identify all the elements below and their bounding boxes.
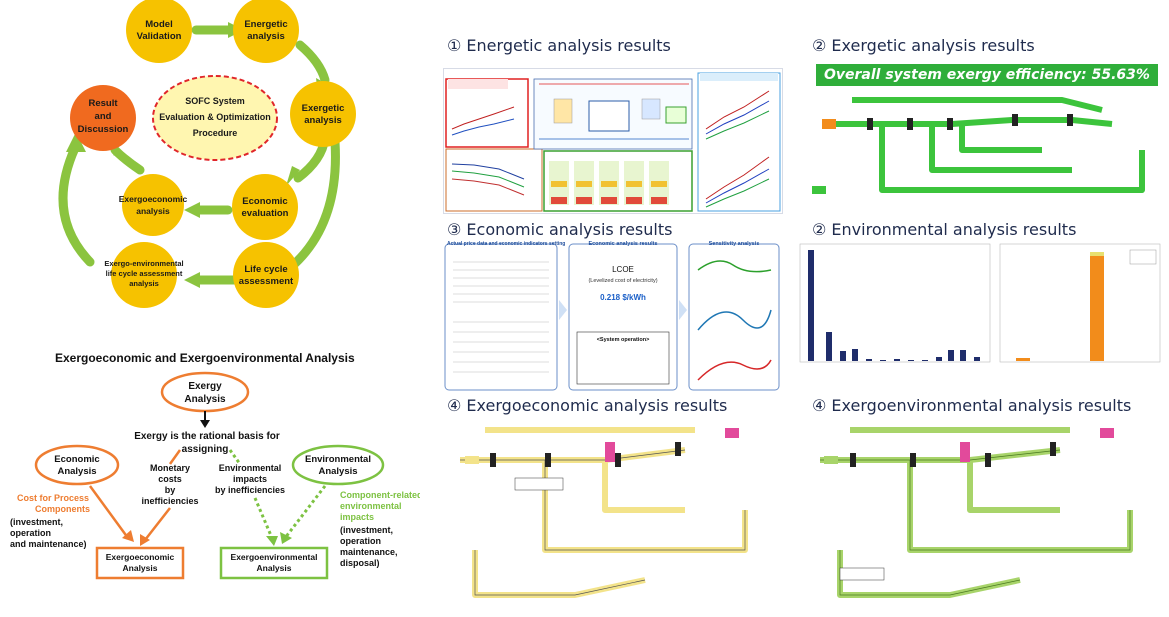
svg-text:Result: Result [88, 98, 118, 109]
environmental-results-figure [790, 240, 1162, 392]
panel-exergoeconomic-title: ④ Exergoeconomic analysis results [447, 396, 728, 415]
monetary-line2: costs [158, 474, 182, 484]
svg-text:Life cycle: Life cycle [244, 264, 287, 275]
economic-line2: Analysis [57, 466, 96, 477]
svg-text:life cycle assessment: life cycle assessment [106, 269, 183, 278]
center-procedure-ellipse [152, 75, 278, 161]
svg-text:and: and [95, 111, 112, 122]
node-result-discussion: Result and Discussion [70, 85, 136, 151]
basis-line2: assigning [182, 444, 229, 455]
basis-line1: Exergy is the rational basis for [134, 431, 280, 442]
svg-text:assessment: assessment [239, 276, 294, 287]
svg-text:Energetic: Energetic [244, 19, 287, 30]
monetary-line3: by [165, 485, 176, 495]
exergoeconomic-line1: Exergoeconomic [106, 552, 175, 562]
center-line1: SOFC System [185, 96, 245, 106]
panel-energetic-title: ① Energetic analysis results [447, 36, 671, 55]
comp-label-line3: impacts [340, 512, 374, 522]
svg-text:analysis: analysis [304, 115, 342, 126]
svg-text:Model: Model [145, 19, 172, 30]
cost-label-line2: Components [35, 504, 90, 514]
comp-detail-line4: disposal) [340, 558, 380, 568]
panel-environmental-title: ② Environmental analysis results [812, 220, 1077, 239]
exergoeconomic-results-figure [445, 420, 770, 610]
cost-detail-line2: operation [10, 528, 51, 538]
node-life-cycle-assessment: Life cycle assessment [233, 242, 299, 308]
exergy-efficiency-banner: Overall system exergy efficiency: 55.63% [816, 64, 1158, 86]
svg-text:analysis: analysis [247, 31, 285, 42]
env-impacts-line1: Environmental [219, 463, 282, 473]
exergy-line1: Exergy [188, 381, 222, 392]
env-impacts-line3: by inefficiencies [215, 485, 285, 495]
svg-text:analysis: analysis [136, 206, 170, 216]
exergetic-results-figure [812, 90, 1162, 212]
svg-text:Validation: Validation [137, 31, 182, 42]
cost-detail-line3: and maintenance) [10, 539, 87, 549]
monetary-line1: Monetary [150, 463, 190, 473]
node-model-validation: Model Validation [126, 0, 192, 63]
node-exergetic-analysis: Exergetic analysis [290, 81, 356, 147]
svg-text:evaluation: evaluation [242, 208, 289, 219]
comp-detail-line3: maintenance, [340, 547, 398, 557]
econ-col2-heading: Economic analysis results [588, 241, 657, 247]
environmental-line2: Analysis [318, 466, 357, 477]
monetary-line4: inefficiencies [141, 496, 198, 506]
panel-economic-title: ③ Economic analysis results [447, 220, 673, 239]
panel-exergetic-title: ② Exergetic analysis results [812, 36, 1035, 55]
system-operation-label: <System operation> [597, 337, 650, 343]
center-line3: Procedure [193, 128, 238, 138]
econ-col1-heading: Actual price data and economic indicator… [447, 241, 565, 247]
exergoenvironmental-line1: Exergoenvironmental [231, 552, 318, 562]
lcoe-value: 0.218 $/kWh [600, 293, 646, 302]
comp-label-line2: environmental [340, 501, 402, 511]
svg-text:Exergo-environmental: Exergo-environmental [104, 259, 183, 268]
cost-detail-line1: (investment, [10, 517, 63, 527]
svg-text:Discussion: Discussion [78, 124, 129, 135]
procedure-cycle-diagram: SOFC System Evaluation & Optimization Pr… [58, 0, 356, 308]
svg-text:Exergoeconomic: Exergoeconomic [119, 194, 188, 204]
energetic-results-figure [443, 68, 783, 214]
node-exergoeconomic-analysis: Exergoeconomic analysis [119, 174, 188, 236]
comp-label-line1: Component-related [340, 490, 420, 500]
economic-results-figure: Actual price data and economic indicator… [443, 240, 781, 392]
exergoeconomic-line2: Analysis [123, 563, 158, 573]
node-economic-evaluation: Economic evaluation [232, 174, 298, 240]
svg-text:Economic: Economic [242, 196, 287, 207]
comp-detail-line1: (investment, [340, 525, 393, 535]
exergy-line2: Analysis [184, 394, 226, 405]
lcoe-sub: (Levelized cost of electricity) [588, 278, 657, 284]
center-line2: Evaluation & Optimization [159, 112, 271, 122]
exergoenvironmental-results-figure [810, 420, 1162, 610]
eea-title: Exergoeconomic and Exergoenvironmental A… [55, 351, 355, 365]
panel-exergoenvironmental-title: ④ Exergoenvironmental analysis results [812, 396, 1132, 415]
svg-text:Exergetic: Exergetic [302, 103, 345, 114]
env-impacts-line2: impacts [233, 474, 267, 484]
node-exergo-environmental: Exergo-environmental life cycle assessme… [104, 242, 184, 308]
comp-detail-line2: operation [340, 536, 381, 546]
environmental-line1: Environmental [305, 454, 371, 465]
economic-line1: Economic [54, 454, 99, 465]
lcoe-label: LCOE [612, 265, 634, 274]
svg-text:analysis: analysis [129, 279, 159, 288]
cost-label-line1: Cost for Process [17, 493, 89, 503]
exergoenvironmental-line2: Analysis [257, 563, 292, 573]
eea-diagram: Exergy Analysis Exergy is the rational b… [10, 371, 420, 580]
econ-col3-heading: Sensitivity analysis [709, 241, 760, 247]
node-energetic-analysis: Energetic analysis [233, 0, 299, 63]
